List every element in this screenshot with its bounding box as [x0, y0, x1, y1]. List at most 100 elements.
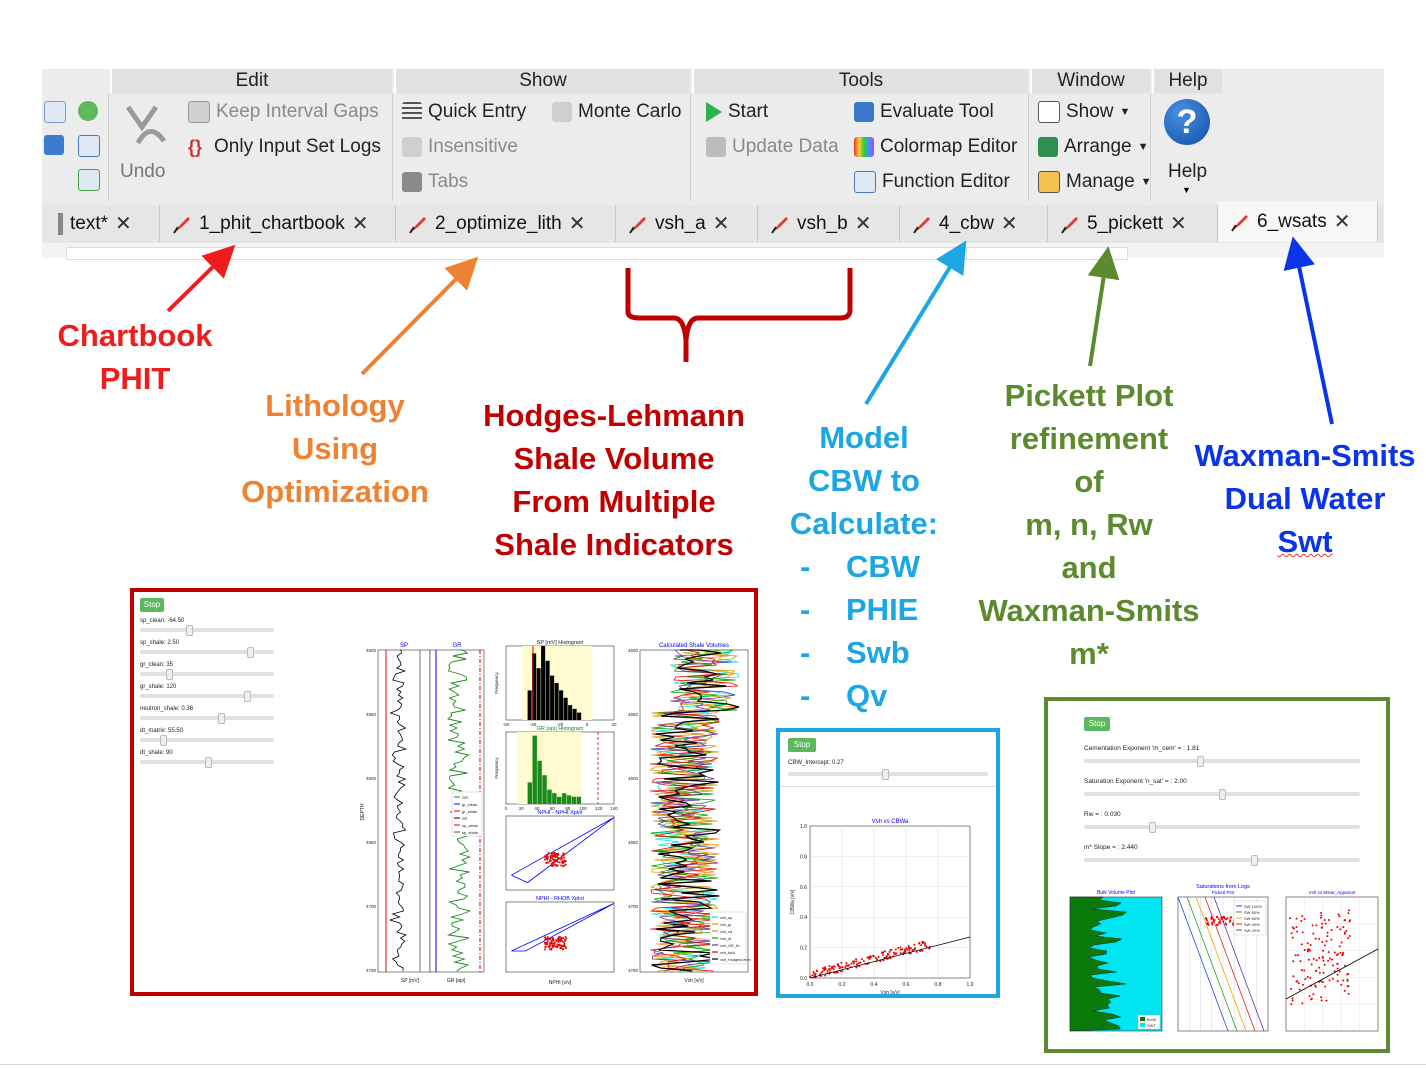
- x-tick: 0.0: [807, 982, 814, 988]
- cbw-point: [872, 955, 875, 958]
- slider-handle[interactable]: [1197, 756, 1205, 767]
- cbw-point: [814, 972, 817, 975]
- mstar-point: [1306, 976, 1309, 979]
- group-window-header: Window: [1030, 69, 1150, 93]
- tab-vsh-a[interactable]: vsh_a ✕: [616, 205, 758, 242]
- slider-handle[interactable]: [1219, 789, 1226, 800]
- import-icon[interactable]: [78, 169, 100, 191]
- tab-text[interactable]: text* ✕: [42, 205, 160, 242]
- undo-button[interactable]: Undo: [114, 97, 174, 187]
- slider-handle[interactable]: [244, 691, 251, 702]
- cbw-point: [918, 941, 921, 944]
- window-arrange-menu[interactable]: Arrange ▼: [1038, 132, 1149, 162]
- mstar-point: [1325, 999, 1328, 1002]
- cbw-point: [840, 961, 843, 964]
- parameter-slider[interactable]: [140, 694, 274, 698]
- slider-handle[interactable]: [1251, 855, 1259, 866]
- crossplot-point: [562, 865, 565, 868]
- mstar-point: [1320, 926, 1323, 929]
- y-tick: 0.6: [800, 885, 807, 891]
- tab-1-phit-chartbook[interactable]: 1_phit_chartbook ✕: [160, 205, 396, 242]
- mstar-point: [1318, 966, 1321, 969]
- function-editor-button[interactable]: Function Editor: [854, 167, 1010, 197]
- evaluate-tool-button[interactable]: Evaluate Tool: [854, 97, 994, 127]
- refresh-icon[interactable]: [78, 101, 98, 121]
- start-button[interactable]: Start: [706, 97, 768, 127]
- tab-4-cbw[interactable]: 4_cbw ✕: [900, 205, 1048, 242]
- close-icon[interactable]: ✕: [854, 213, 872, 235]
- parameter-slider[interactable]: [1084, 858, 1360, 862]
- slider-handle[interactable]: [166, 669, 173, 680]
- pickett-point: [1220, 917, 1223, 920]
- export-icon[interactable]: [78, 135, 100, 157]
- mstar-point: [1343, 932, 1346, 935]
- window-show-menu[interactable]: Show ▼: [1038, 97, 1130, 127]
- help-button[interactable]: ? Help ▼: [1160, 97, 1214, 201]
- x-tick: 0.2: [839, 982, 846, 988]
- cbw-point: [922, 941, 925, 944]
- rocket-icon: [1231, 214, 1248, 232]
- crossplot-frame: [505, 815, 615, 891]
- depth-axis-label: DEPTH: [360, 803, 366, 820]
- close-icon[interactable]: ✕: [1000, 213, 1018, 235]
- cbw-point: [820, 971, 823, 974]
- slider-handle[interactable]: [205, 757, 212, 768]
- tabs-icon: [402, 172, 422, 192]
- legend-swatch: [1140, 1017, 1145, 1021]
- slider-handle[interactable]: [159, 735, 167, 746]
- window-manage-menu[interactable]: Manage ▼: [1038, 167, 1152, 197]
- tab-vsh-b[interactable]: vsh_b ✕: [758, 205, 900, 242]
- legend-swatch: [1140, 1023, 1145, 1027]
- parameter-slider[interactable]: [140, 738, 274, 742]
- stop-button[interactable]: Stop: [788, 738, 816, 752]
- stop-button[interactable]: Stop: [1084, 717, 1110, 731]
- only-input-set-logs-button[interactable]: {} Only Input Set Logs: [188, 136, 381, 157]
- rocket-icon: [913, 216, 930, 234]
- histogram-tick: -60: [503, 722, 510, 727]
- cbw-point: [811, 974, 814, 977]
- tab-2-optimize-lith[interactable]: 2_optimize_lith ✕: [396, 205, 616, 242]
- stop-button[interactable]: Stop: [140, 598, 164, 612]
- parameter-slider[interactable]: [140, 672, 274, 676]
- close-icon[interactable]: ✕: [712, 213, 730, 235]
- slider-handle[interactable]: [218, 713, 225, 724]
- update-data-button[interactable]: Update Data: [706, 132, 839, 162]
- close-icon[interactable]: ✕: [115, 213, 132, 235]
- parameter-slider[interactable]: [140, 716, 274, 720]
- help-icon: ?: [1164, 99, 1210, 145]
- function-icon: [854, 171, 876, 193]
- monte-carlo-button[interactable]: Monte Carlo: [552, 97, 682, 127]
- histogram-bar: [547, 789, 552, 804]
- colormap-editor-button[interactable]: Colormap Editor: [854, 132, 1017, 162]
- edit-doc-icon[interactable]: [44, 135, 64, 155]
- tabs-button[interactable]: Tabs: [402, 167, 468, 197]
- slider-handle[interactable]: [185, 625, 193, 636]
- saturation-line: [1195, 896, 1247, 1032]
- keep-interval-gaps-button[interactable]: Keep Interval Gaps: [188, 97, 379, 127]
- close-icon[interactable]: ✕: [1170, 213, 1187, 235]
- pickett-point: [1231, 922, 1234, 925]
- copy-icon[interactable]: [44, 101, 66, 123]
- manage-icon: [1038, 171, 1060, 193]
- close-icon[interactable]: ✕: [351, 213, 369, 235]
- histogram-bar: [554, 683, 559, 720]
- close-icon[interactable]: ✕: [568, 213, 586, 235]
- parameter-slider[interactable]: [1084, 759, 1360, 763]
- tab-5-pickett[interactable]: 5_pickett ✕: [1048, 205, 1218, 242]
- cbw-point: [877, 955, 880, 958]
- tab-6-wsats[interactable]: 6_wsats ✕: [1218, 201, 1378, 242]
- quick-entry-button[interactable]: Quick Entry: [402, 97, 526, 127]
- insensitive-button[interactable]: Insensitive: [402, 132, 518, 162]
- slider-handle[interactable]: [1148, 822, 1156, 833]
- close-icon[interactable]: ✕: [1333, 211, 1351, 233]
- slider-handle[interactable]: [246, 647, 254, 658]
- cbw-point: [831, 966, 834, 969]
- parameter-slider[interactable]: [1084, 825, 1360, 829]
- parameter-slider[interactable]: [140, 628, 274, 632]
- cbw-point: [809, 975, 812, 978]
- rocket-icon: [409, 216, 426, 234]
- slider-handle[interactable]: [882, 769, 890, 780]
- vsh-curve: [650, 649, 736, 972]
- parameter-slider[interactable]: [140, 650, 274, 654]
